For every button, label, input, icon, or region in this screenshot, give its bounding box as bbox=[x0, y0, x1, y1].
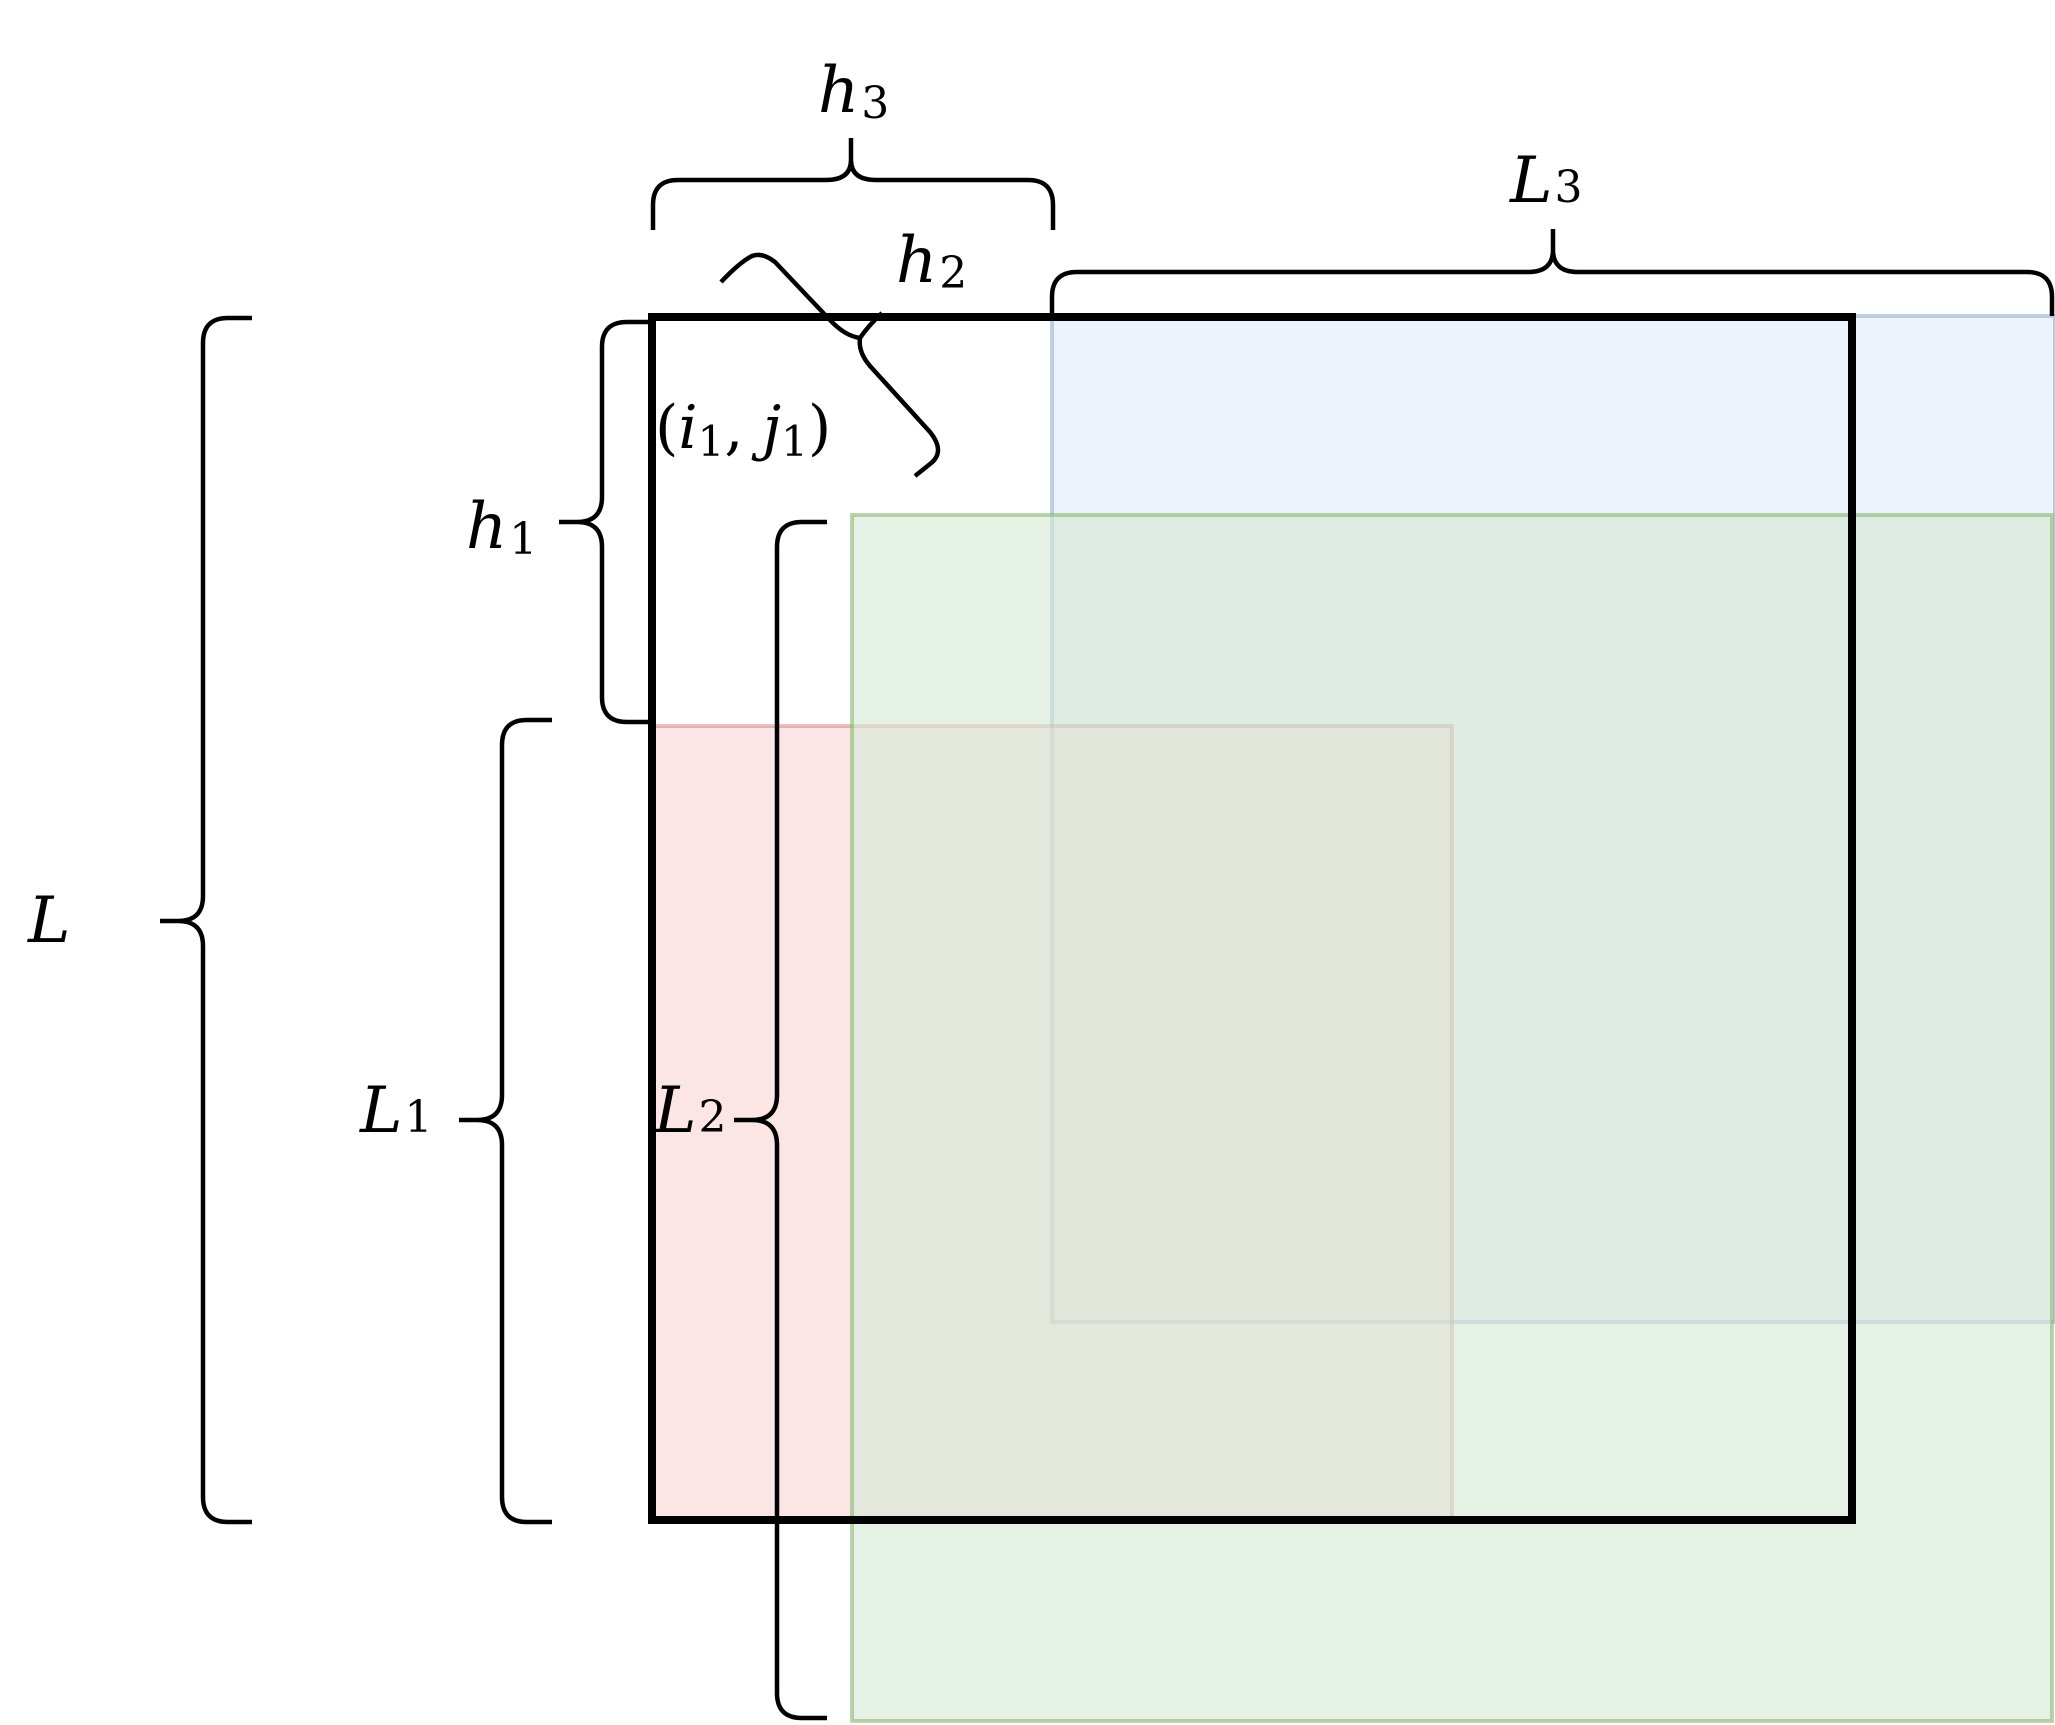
label-h3: h3 bbox=[818, 54, 889, 129]
label-h2: h2 bbox=[896, 224, 967, 299]
brace-L bbox=[160, 315, 252, 1525]
brace-L3 bbox=[1049, 229, 2055, 316]
main-square bbox=[648, 313, 1856, 1524]
label-L: L bbox=[27, 884, 71, 958]
brace-L1 bbox=[459, 717, 552, 1525]
brace-L2 bbox=[734, 519, 827, 1721]
label-L1: L1 bbox=[359, 1074, 433, 1148]
brace-h1 bbox=[559, 319, 648, 725]
label-corner-i1-j1: (i1, j1) bbox=[655, 393, 831, 466]
label-L3: L3 bbox=[1509, 144, 1583, 218]
green-region bbox=[850, 513, 2054, 1723]
label-L2: L2 bbox=[653, 1074, 727, 1148]
label-h1: h1 bbox=[466, 490, 537, 565]
brace-h3 bbox=[650, 138, 1056, 230]
brace-h2 bbox=[719, 252, 941, 478]
